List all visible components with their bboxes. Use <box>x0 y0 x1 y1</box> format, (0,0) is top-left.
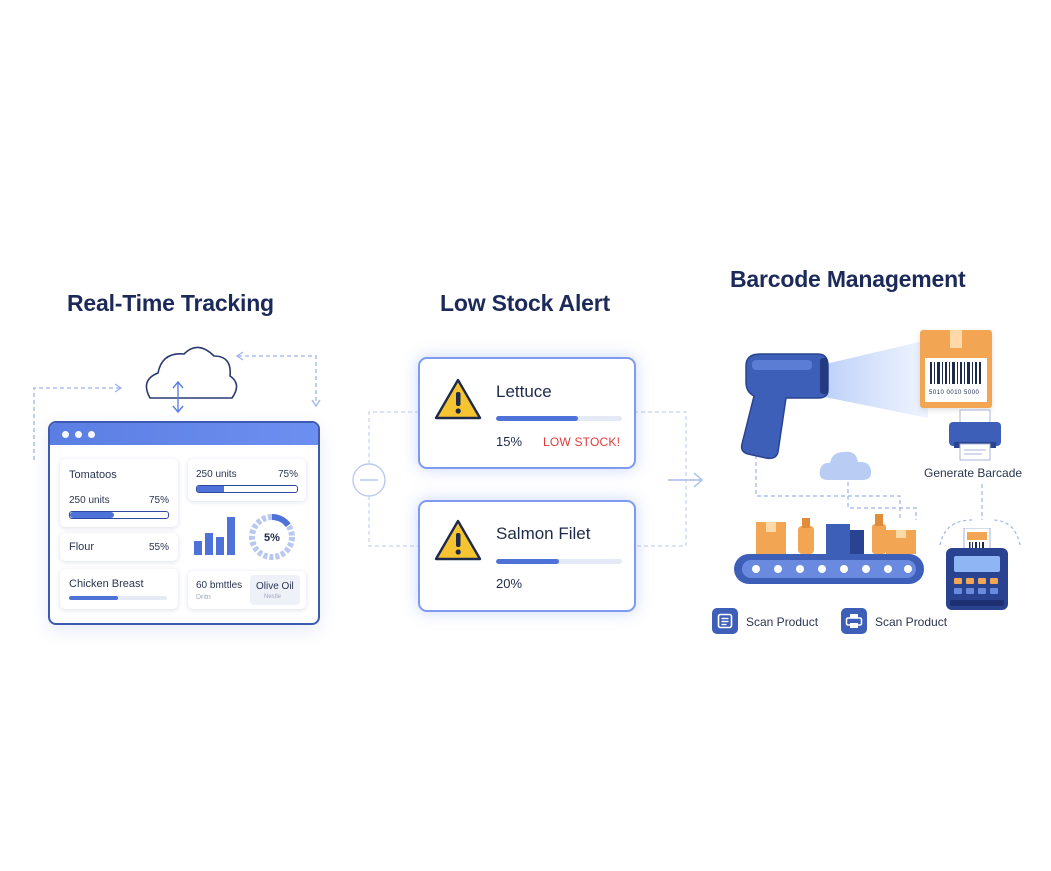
alert-card-salmon-filet[interactable]: Salmon Filet 20% <box>418 500 636 612</box>
scan-beam <box>800 340 928 418</box>
alert-progress-fill <box>496 416 578 421</box>
item-progress-fill <box>70 512 115 518</box>
summary-card[interactable]: 250 units 75% <box>188 459 306 501</box>
window-dot <box>75 430 82 438</box>
donut-label: 5% <box>264 532 280 544</box>
bottle-sub: Dritn <box>196 594 211 601</box>
conveyor-belt-icon <box>734 514 924 584</box>
alert-item-name: Salmon Filet <box>496 524 591 543</box>
alert-percent: 20% <box>496 576 523 591</box>
window-dot <box>62 430 69 438</box>
item-units: 250 units <box>69 495 110 506</box>
scan-product-printer-icon[interactable] <box>841 608 867 634</box>
window-dot <box>88 430 95 438</box>
donut-chart: 5% <box>249 514 295 560</box>
window-titlebar <box>50 423 318 445</box>
lowstock-title: Low Stock Alert <box>440 290 610 316</box>
donut-arc <box>249 514 295 560</box>
summary-progress-fill <box>197 486 294 492</box>
mini-bar-chart <box>194 515 238 555</box>
alert-progress-fill <box>496 559 559 564</box>
realtime-title: Real-Time Tracking <box>67 290 274 316</box>
bottle-count: 60 bmttles <box>196 580 243 591</box>
alert-card-lettuce[interactable]: Lettuce 15% LOW STOCK! <box>418 357 636 469</box>
summary-progress-bar <box>196 485 298 493</box>
warning-icon <box>434 378 482 420</box>
item-card-tomatoes[interactable]: Tomatoos 250 units 75% <box>60 459 178 527</box>
scan-product-list-icon[interactable] <box>712 608 738 634</box>
barcode-number: 5010 0010 5000 <box>929 390 980 396</box>
generate-barcode-label[interactable]: Generate Barcade <box>924 466 1023 480</box>
olive-oil-chip[interactable]: Olive Oil Nestle <box>250 575 300 605</box>
alert-progress-bar <box>496 416 622 421</box>
mini-bar <box>227 517 235 555</box>
scan-product-button-2[interactable]: Scan Product <box>875 615 948 629</box>
mini-bar <box>216 537 224 555</box>
cloud-sync-icon <box>145 346 238 414</box>
mini-bar <box>194 541 202 555</box>
printer-icon[interactable] <box>946 408 1004 462</box>
low-stock-flag: LOW STOCK! <box>543 435 621 449</box>
item-card-chicken-breast[interactable]: Chicken Breast <box>60 569 178 609</box>
item-progress-bar <box>69 511 169 519</box>
product-box: 5010 0010 5000 <box>920 330 992 408</box>
barcode-label: 5010 0010 5000 <box>925 358 987 402</box>
item-name: Flour <box>69 541 95 553</box>
item-card-flour[interactable]: Flour 55% <box>60 533 178 561</box>
barcode-scanner-icon[interactable] <box>738 352 830 462</box>
scan-product-button-1[interactable]: Scan Product <box>746 615 819 629</box>
tracking-dashboard-window: Tomatoos 250 units 75% Flour 55% Chicken… <box>48 421 320 625</box>
warning-icon <box>434 519 482 561</box>
alert-percent: 15% <box>496 434 523 449</box>
alert-item-name: Lettuce <box>496 382 552 401</box>
alert-progress-bar <box>496 559 622 564</box>
printer-icon <box>845 614 863 628</box>
olive-oil-label: Olive Oil <box>256 581 294 592</box>
item-progress-bar <box>69 596 167 600</box>
item-percent: 55% <box>148 542 169 553</box>
barcode-title: Barcode Management <box>730 266 966 292</box>
item-percent: 75% <box>148 495 169 506</box>
pos-terminal-icon <box>946 528 1008 610</box>
box-tape <box>950 330 962 348</box>
barcode-icon <box>930 362 981 384</box>
summary-percent: 75% <box>277 469 298 480</box>
mini-bar <box>205 533 213 555</box>
item-name: Tomatoos <box>69 469 117 481</box>
cloud-icon <box>819 451 872 480</box>
list-icon <box>717 613 733 629</box>
item-progress-fill <box>69 596 118 600</box>
summary-units: 250 units <box>196 469 237 480</box>
bottle-card[interactable]: 60 bmttles Dritn Olive Oil Nestle <box>188 571 306 609</box>
item-name: Chicken Breast <box>69 578 144 590</box>
olive-oil-sub: Nestle <box>264 594 282 600</box>
